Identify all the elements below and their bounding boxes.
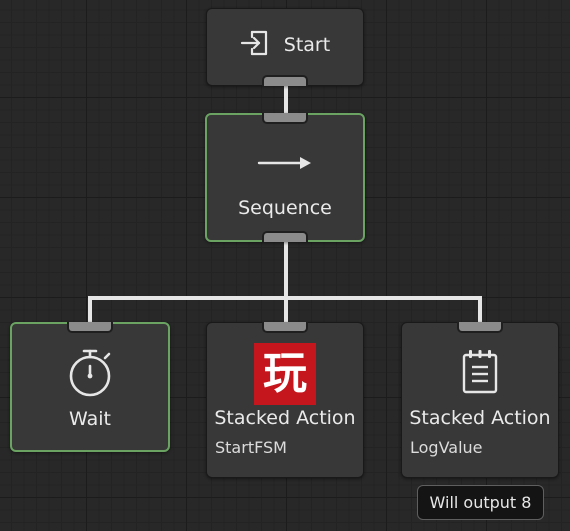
stacked-action-fsm-label: Stacked Action [214, 407, 356, 429]
start-node-label: Start [283, 34, 331, 56]
sequence-output-port[interactable] [262, 231, 308, 242]
fsm-logo-icon: 玩 [254, 343, 316, 405]
connection-sequence-log [286, 296, 482, 323]
start-output-port[interactable] [262, 75, 308, 86]
output-preview-badge: Will output 8 [417, 485, 544, 520]
connection-sequence-wait [88, 296, 286, 323]
sequence-input-port[interactable] [262, 113, 308, 124]
stacked-action-fsm-node[interactable]: 玩 Stacked Action StartFSM [206, 322, 364, 478]
wait-input-port[interactable] [67, 322, 113, 333]
sequence-node[interactable]: Sequence [205, 113, 365, 242]
clipboard-icon [460, 349, 500, 399]
stacked-action-log-node[interactable]: Stacked Action LogValue [401, 322, 559, 478]
stacked-action-fsm-input-port[interactable] [262, 322, 308, 333]
stacked-action-log-label: Stacked Action [409, 407, 551, 429]
arrow-right-icon [255, 153, 315, 177]
stacked-action-fsm-subtitle: StartFSM [215, 438, 287, 457]
start-node[interactable]: Start [206, 8, 364, 86]
wait-node-label: Wait [69, 408, 111, 430]
stacked-action-log-input-port[interactable] [457, 322, 503, 333]
stopwatch-icon [62, 344, 118, 404]
enter-icon [240, 29, 270, 61]
stacked-action-log-subtitle: LogValue [410, 438, 483, 457]
wait-node[interactable]: Wait [10, 322, 170, 452]
sequence-node-label: Sequence [238, 197, 332, 219]
